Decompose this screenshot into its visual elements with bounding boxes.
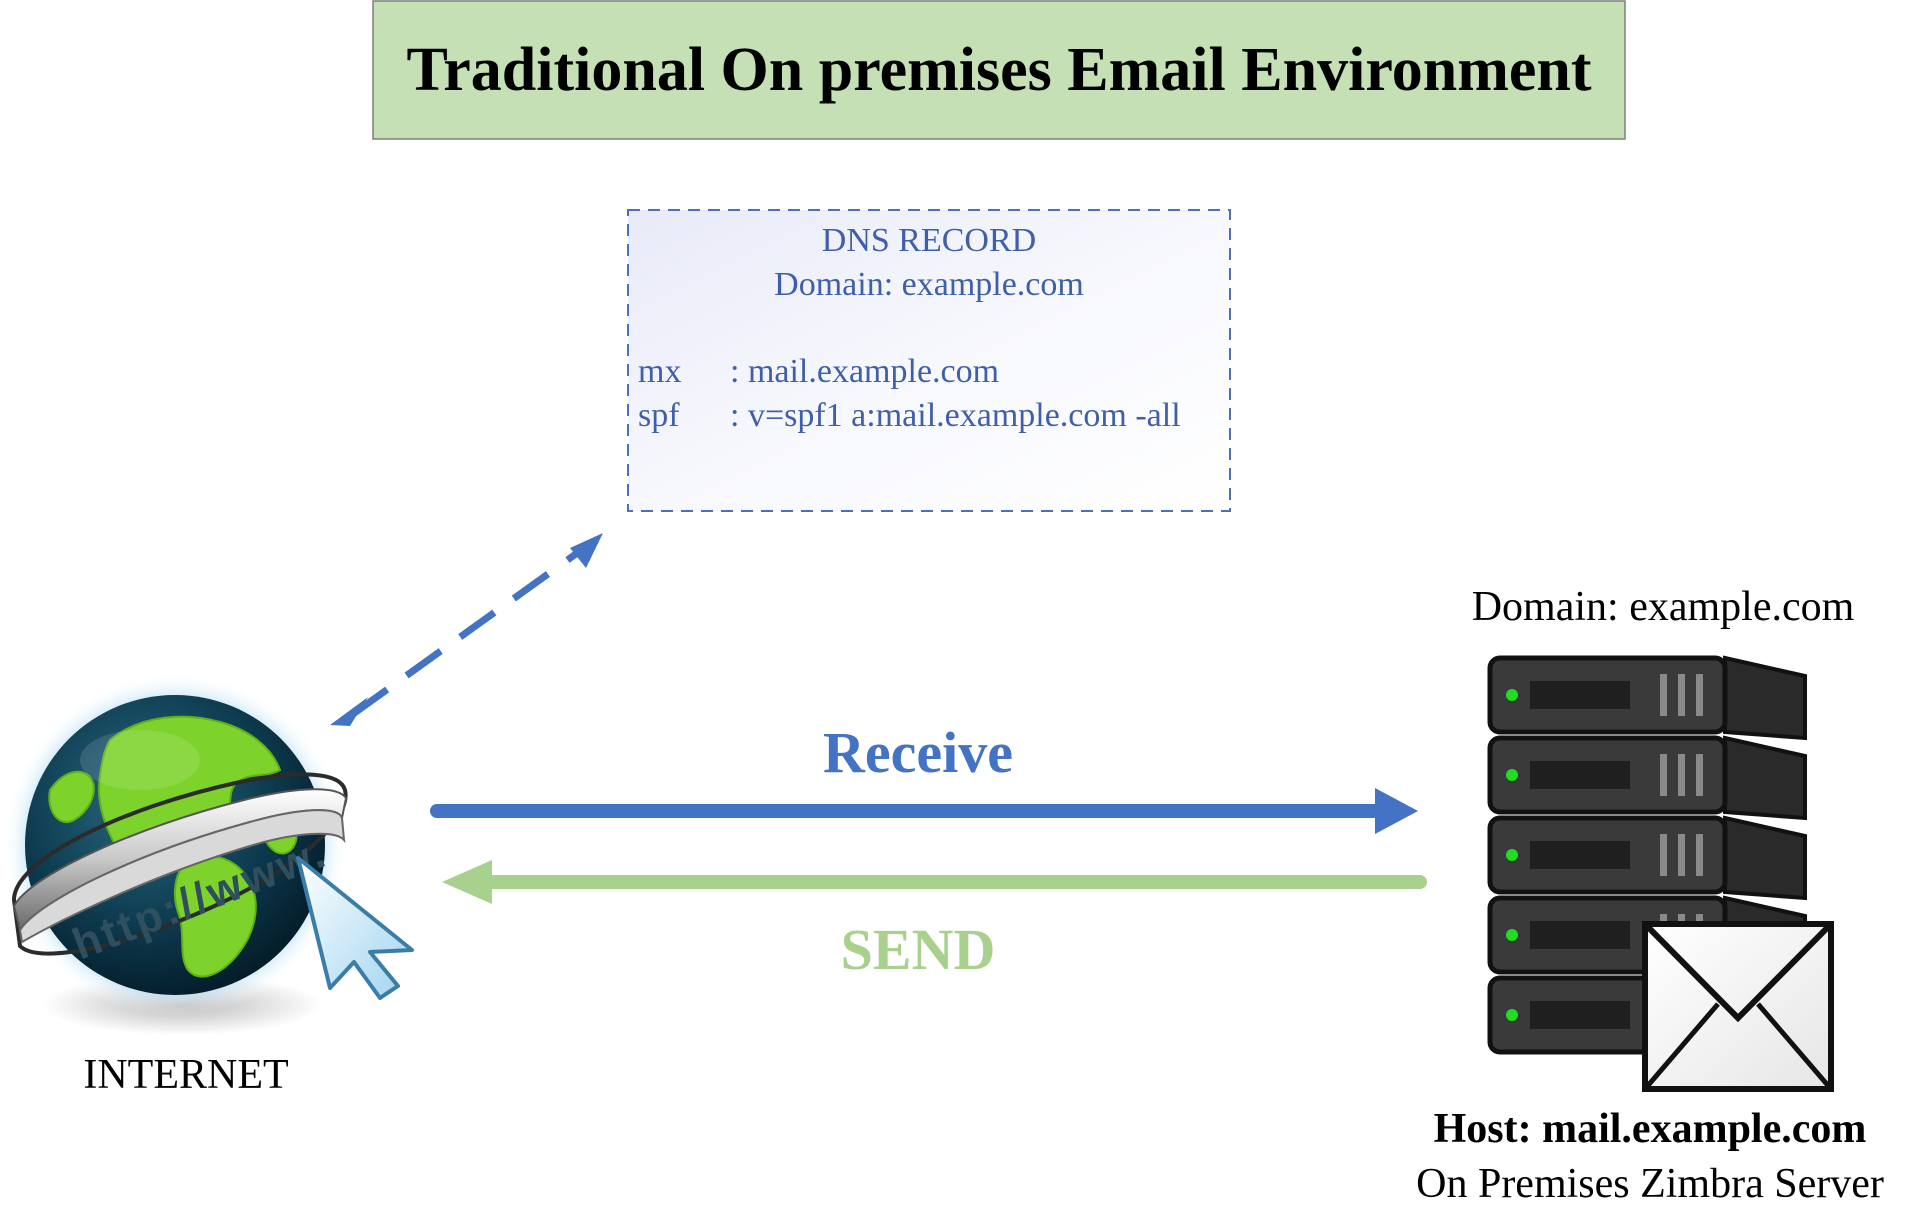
internet-label: INTERNET bbox=[83, 1052, 288, 1098]
server-unit bbox=[1487, 655, 1807, 741]
dns-record-value-mx: : mail.example.com bbox=[730, 353, 999, 390]
internet-globe-icon: http://www. bbox=[3, 673, 414, 1035]
title-box: Traditional On premises Email Environmen… bbox=[372, 0, 1626, 140]
server-led-icon bbox=[1506, 769, 1518, 781]
dns-lookup-arrow bbox=[330, 533, 603, 726]
server-unit bbox=[1487, 735, 1807, 821]
server-host-label: Host: mail.example.com bbox=[1434, 1106, 1867, 1152]
dns-domain: Domain: example.com bbox=[774, 266, 1084, 303]
server-led-icon bbox=[1506, 929, 1518, 941]
server-domain-label: Domain: example.com bbox=[1472, 584, 1855, 630]
server-led-icon bbox=[1506, 1009, 1518, 1021]
dns-record-value-spf: : v=spf1 a:mail.example.com -all bbox=[730, 397, 1181, 434]
receive-arrow bbox=[430, 788, 1418, 834]
dns-record-box: DNS RECORD Domain: example.com mx : mail… bbox=[627, 209, 1231, 512]
server-rack-icon bbox=[1487, 655, 1807, 1061]
server-led-icon bbox=[1506, 689, 1518, 701]
server-unit bbox=[1487, 815, 1807, 901]
send-label: SEND bbox=[841, 917, 996, 982]
envelope-icon bbox=[1642, 921, 1834, 1092]
server-led-icon bbox=[1506, 849, 1518, 861]
dns-record-type-mx: mx bbox=[638, 353, 681, 390]
diagram-title: Traditional On premises Email Environmen… bbox=[407, 36, 1592, 104]
dns-heading: DNS RECORD bbox=[822, 222, 1036, 259]
dns-record-type-spf: spf bbox=[638, 397, 680, 434]
receive-label: Receive bbox=[823, 720, 1013, 785]
server-description-label: On Premises Zimbra Server bbox=[1416, 1161, 1884, 1207]
send-arrow bbox=[442, 860, 1427, 904]
